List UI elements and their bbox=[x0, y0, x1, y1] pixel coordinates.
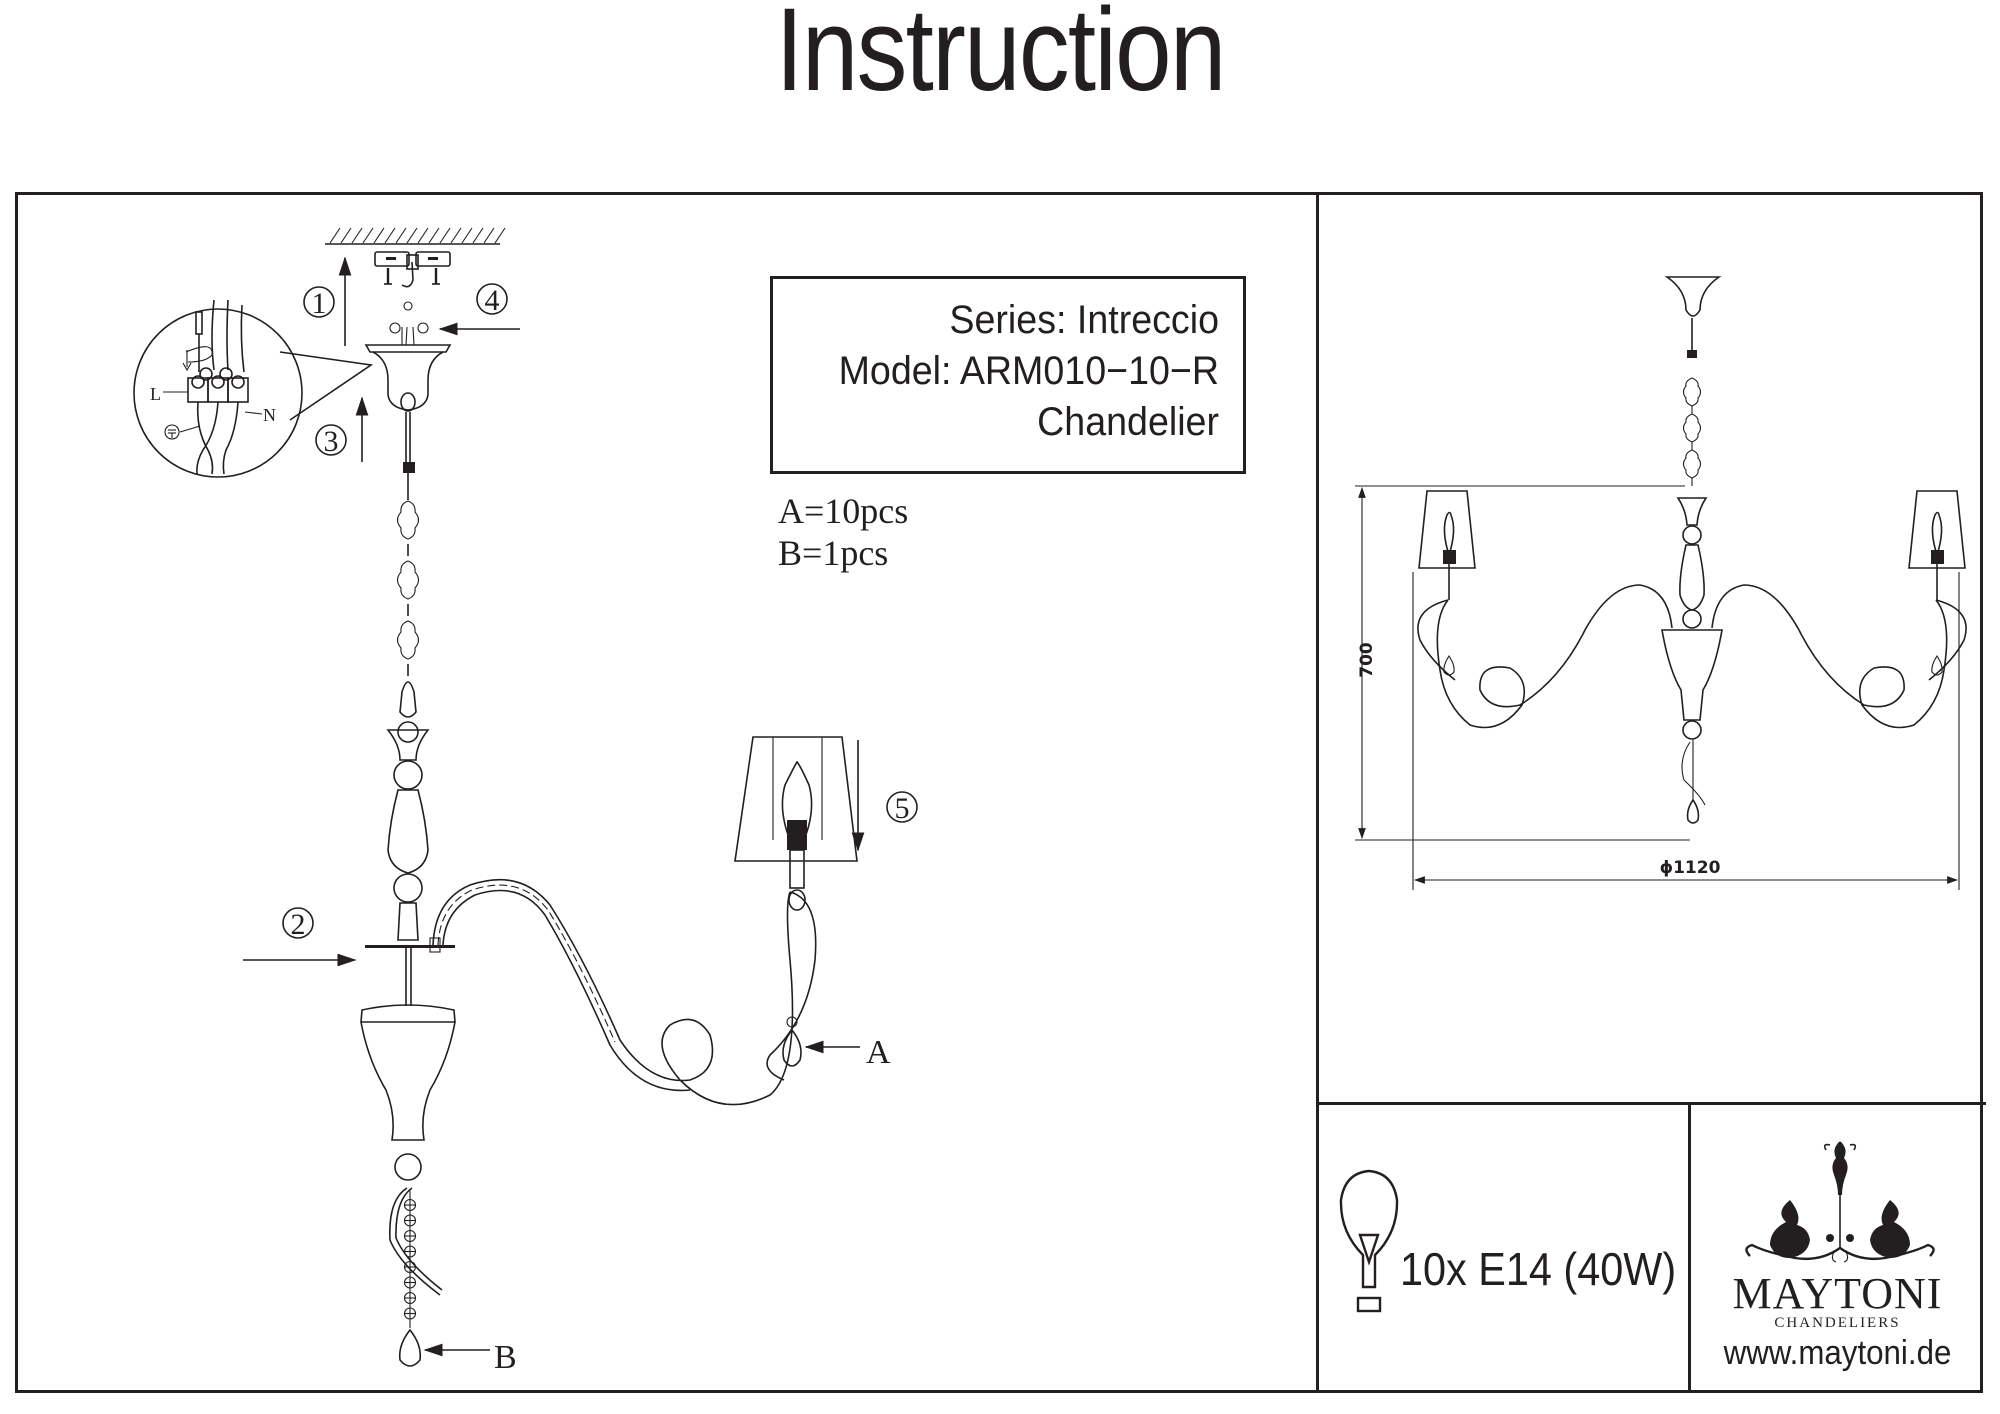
brand-name: MAYTONI bbox=[1732, 1269, 1943, 1318]
part-b-label: B bbox=[494, 1339, 517, 1376]
step-4-badge: 4 bbox=[476, 283, 508, 317]
svg-text:5: 5 bbox=[895, 792, 910, 825]
model-label: Model: ARM010−10−R bbox=[838, 349, 1219, 393]
chain-link bbox=[396, 620, 420, 676]
document-title: Instruction bbox=[775, 0, 1226, 116]
ground-icon bbox=[164, 424, 180, 440]
brand-subtitle: CHANDELIERS bbox=[1774, 1315, 1901, 1331]
part-b-quantity: B=1pcs bbox=[778, 533, 889, 573]
chain-link bbox=[396, 560, 420, 616]
bulb-spec-text: 10x E14 (40W) bbox=[1400, 1243, 1677, 1295]
live-wire-label: L bbox=[150, 384, 161, 404]
footer-divider-vertical bbox=[1688, 1102, 1691, 1393]
neutral-wire-label: N bbox=[263, 405, 276, 425]
diameter-dimension: ϕ1120 bbox=[1412, 572, 1960, 890]
maytoni-ornament-logo bbox=[1745, 1141, 1935, 1263]
product-type-label: Chandelier bbox=[1037, 400, 1219, 444]
chain bbox=[396, 412, 420, 743]
diameter-value: ϕ1120 bbox=[1660, 858, 1721, 878]
part-a-quantity: A=10pcs bbox=[778, 491, 909, 531]
svg-text:1: 1 bbox=[312, 287, 327, 320]
brand-website-link[interactable]: www.maytoni.de bbox=[1723, 1334, 1952, 1372]
step-3-badge: 3 bbox=[315, 424, 347, 458]
ceiling-hatch bbox=[325, 227, 506, 245]
panel-divider-vertical bbox=[1316, 192, 1319, 1393]
mounting-bracket-icon bbox=[374, 251, 451, 288]
svg-text:4: 4 bbox=[485, 284, 500, 317]
chain-link bbox=[1682, 413, 1702, 450]
svg-text:2: 2 bbox=[291, 908, 306, 941]
panel-divider-horizontal bbox=[1316, 1102, 1986, 1105]
step-1-badge: 1 bbox=[303, 286, 335, 320]
ceiling-canopy bbox=[364, 301, 452, 412]
candle-bulb-icon bbox=[781, 760, 813, 841]
chain-link bbox=[1682, 377, 1702, 414]
svg-text:3: 3 bbox=[324, 425, 339, 458]
part-a-label: A bbox=[866, 1034, 891, 1071]
drawing-frame bbox=[15, 192, 1983, 1393]
chain-link bbox=[396, 500, 420, 556]
chain-link bbox=[1682, 449, 1702, 486]
product-info-box: Series: Intreccio Model: ARM010−10−R Cha… bbox=[770, 276, 1246, 474]
bottom-pendant: B bbox=[389, 1187, 517, 1376]
central-column bbox=[360, 729, 456, 1181]
step-5-badge: 5 bbox=[886, 791, 918, 825]
wiring-detail-callout: L N bbox=[133, 299, 374, 478]
series-label: Series: Intreccio bbox=[949, 298, 1219, 342]
height-value: 700 bbox=[1357, 642, 1377, 678]
step-2-badge: 2 bbox=[282, 907, 314, 941]
lamp-shade bbox=[734, 736, 858, 911]
crystal-a: A bbox=[782, 1016, 891, 1071]
height-dimension: 700 bbox=[1355, 485, 1690, 841]
light-bulb-icon bbox=[1339, 1169, 1399, 1313]
